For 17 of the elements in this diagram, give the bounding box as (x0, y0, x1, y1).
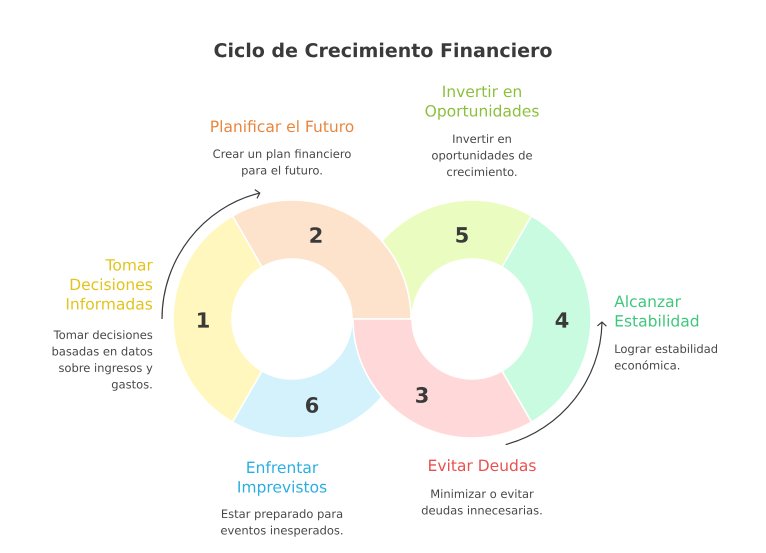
step-heading: Enfrentar Imprevistos (238, 461, 326, 496)
step-heading: Alcanzar Estabilidad (614, 295, 698, 327)
ring-segment: 2 (232, 199, 412, 320)
step-heading: Evitar Deudas (429, 459, 536, 472)
title: Ciclo de Crecimiento Financiero (214, 42, 552, 58)
step-heading: Invertir en Oportunidades (426, 85, 539, 120)
step-description: Estar preparado para eventos inesperados. (221, 509, 342, 537)
ring-segment: 3 (352, 318, 532, 439)
step-heading: Planificar el Futuro (211, 120, 354, 132)
step-description: Invertir en oportunidades de crecimiento. (432, 134, 532, 176)
step-description: Tomar decisiones basadas en datos sobre ingresos y gastos. (52, 330, 152, 391)
step-description: Minimizar o evitar deudas innecesarias. (422, 489, 542, 515)
ring-segment: 1 (172, 215, 263, 423)
step-description: Lograr estabilidad económica. (614, 344, 718, 370)
step-heading: Tomar Decisiones Informadas (66, 259, 153, 310)
step-description: Crear un plan financiero para el futuro. (213, 149, 351, 177)
ring-segment: 4 (501, 215, 592, 423)
